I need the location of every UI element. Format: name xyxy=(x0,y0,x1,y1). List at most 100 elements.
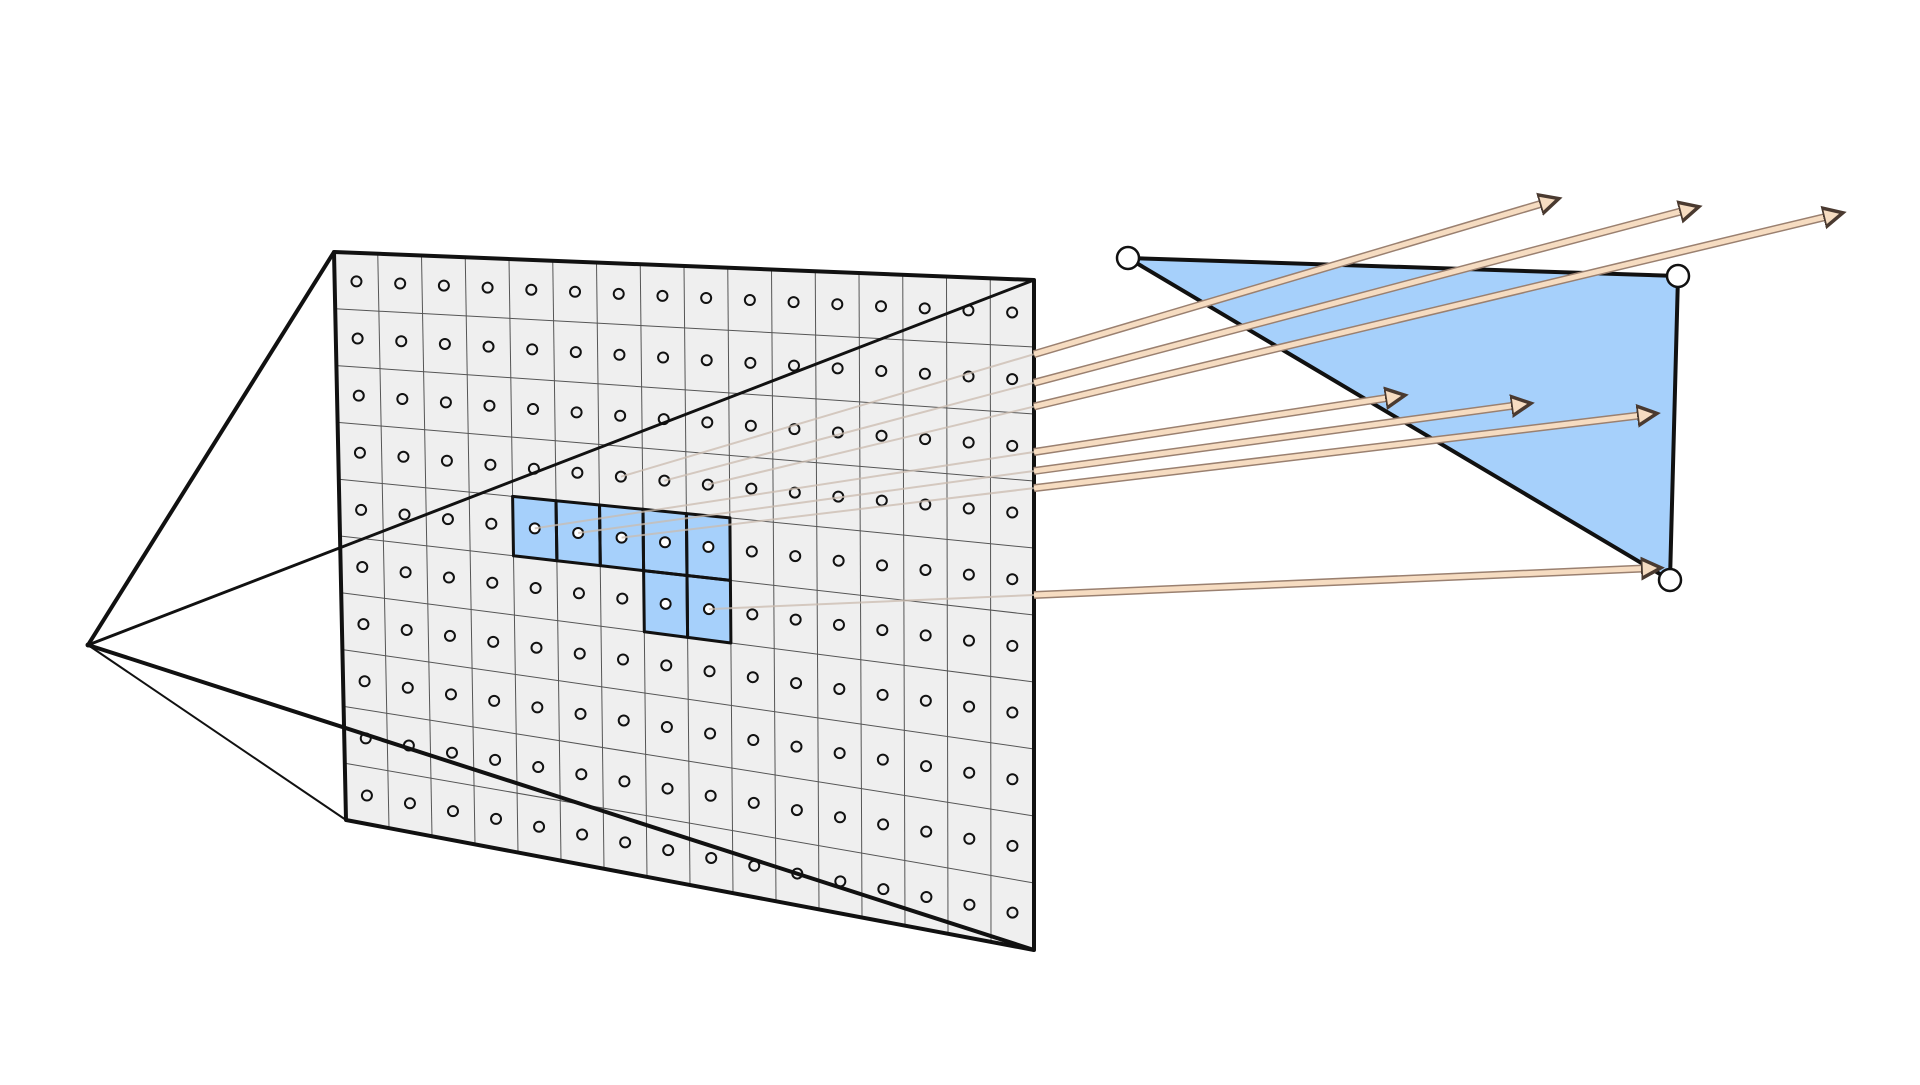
pixel-sample-dot xyxy=(919,563,932,576)
pixel-sample-dot xyxy=(919,498,932,511)
ray-hidden-segment xyxy=(621,487,1035,539)
pixel-sample-dot xyxy=(702,540,715,553)
pixel-sample-dot xyxy=(443,629,456,642)
pixel-sample-dot xyxy=(399,566,412,579)
highlighted-pixel-outline xyxy=(685,574,733,645)
pixel-sample-dot xyxy=(351,332,364,345)
pixel-sample-dot xyxy=(1006,373,1019,386)
pixel-sample-dot xyxy=(489,753,502,766)
frustum-edge-front xyxy=(87,643,1035,952)
ray-arrow-icon xyxy=(1033,414,1652,491)
pixel-sample-dot xyxy=(356,561,369,574)
pixel-sample-dot xyxy=(875,300,888,313)
pixel-sample-dot xyxy=(876,688,889,701)
pixel-sample-dot xyxy=(398,508,411,521)
pixel-sample-dot xyxy=(1006,639,1019,652)
pixel-sample-dot xyxy=(617,653,630,666)
ray-group xyxy=(1032,200,1838,599)
pixel-sample-dot xyxy=(745,482,758,495)
pixel-sample-dot xyxy=(440,454,453,467)
pixel-sample-dot xyxy=(662,844,675,857)
pixel-sample-dot xyxy=(446,805,459,818)
pixel-sample-dot xyxy=(831,362,844,375)
pixel-sample-dot xyxy=(831,298,844,311)
pixel-sample-dot xyxy=(920,890,933,903)
pixel-sample-dot xyxy=(875,365,888,378)
pixel-sample-dot xyxy=(532,761,545,774)
pixel-sample-dot xyxy=(918,302,931,315)
pixel-sample-dot xyxy=(395,335,408,348)
pixel-sample-dot xyxy=(481,281,494,294)
pixel-sample-dot xyxy=(876,753,889,766)
pixel-sample-dot xyxy=(484,458,497,471)
frustum-edge-front xyxy=(87,278,1035,647)
pixel-sample-dot xyxy=(787,296,800,309)
pixel-sample-dot xyxy=(569,285,582,298)
pixel-sample-dot xyxy=(355,503,368,516)
pixel-sample-dot xyxy=(832,618,845,631)
pixel-sample-dot xyxy=(833,682,846,695)
ray-arrow-icon xyxy=(1033,568,1656,598)
pixel-sample-dot xyxy=(656,289,669,302)
frustum-edge xyxy=(86,250,336,647)
pixel-sample-dot xyxy=(658,536,671,549)
pixel-sample-dot xyxy=(1006,906,1019,919)
pixel-sample-dot xyxy=(350,275,363,288)
grid-row-line xyxy=(342,649,1035,750)
pixel-sample-dot xyxy=(920,825,933,838)
pixel-sample-dot xyxy=(744,419,757,432)
frustum-edge xyxy=(87,644,347,821)
pixel-sample-dot xyxy=(701,416,714,429)
pixel-sample-dot xyxy=(789,613,802,626)
pixel-sample-dot xyxy=(1006,573,1019,586)
pixel-sample-dot xyxy=(1006,306,1019,319)
triangle-vertex-dot xyxy=(1665,263,1691,289)
pixel-sample-dot xyxy=(574,707,587,720)
pixel-sample-dot xyxy=(832,554,845,567)
ray-hidden-segment xyxy=(708,593,1035,611)
pixel-sample-dot xyxy=(573,647,586,660)
pixel-sample-dot xyxy=(442,571,455,584)
pixel-sample-dot xyxy=(437,279,450,292)
pixel-sample-dot xyxy=(488,694,501,707)
pixel-sample-dot xyxy=(919,694,932,707)
pixel-sample-dot xyxy=(572,587,585,600)
pixel-sample-dot xyxy=(659,597,672,610)
pixel-sample-dot xyxy=(746,671,759,684)
pixel-sample-dot xyxy=(445,746,458,759)
pixel-sample-dot xyxy=(658,474,671,487)
pixel-sample-dot xyxy=(575,768,588,781)
pixel-sample-dot xyxy=(745,545,758,558)
pixel-sample-dot xyxy=(526,343,539,356)
pixel-sample-dot xyxy=(743,294,756,307)
pixel-sample-dot xyxy=(790,740,803,753)
pixel-sample-dot xyxy=(1006,773,1019,786)
image-plane xyxy=(332,250,1036,952)
ray-hidden-segment xyxy=(620,353,1035,478)
pixel-sample-dot xyxy=(833,747,846,760)
pixel-sample-dot xyxy=(619,836,632,849)
pixel-sample-dot xyxy=(482,340,495,353)
pixel-sample-dot xyxy=(876,624,889,637)
pixel-sample-dot xyxy=(396,393,409,406)
pixel-sample-dot xyxy=(962,370,975,383)
pixel-sample-dot xyxy=(527,403,540,416)
pixel-sample-dot xyxy=(617,714,630,727)
pixel-sample-dot xyxy=(618,775,631,788)
pixel-sample-dot xyxy=(569,346,582,359)
pixel-sample-dot xyxy=(747,734,760,747)
ray-arrow-icon xyxy=(1033,396,1400,455)
triangle-vertex-dot xyxy=(1115,245,1141,271)
pixel-sample-dot xyxy=(704,789,717,802)
pixel-sample-dot xyxy=(486,576,499,589)
pixel-sample-dot xyxy=(963,832,976,845)
pixel-sample-dot xyxy=(352,389,365,402)
pixel-sample-dot xyxy=(397,450,410,463)
pixel-sample-dot xyxy=(875,429,888,442)
pixel-sample-dot xyxy=(533,820,546,833)
pixel-sample-dot xyxy=(661,782,674,795)
pixel-sample-dot xyxy=(444,688,457,701)
pixel-sample-dot xyxy=(576,828,589,841)
pixel-sample-dot xyxy=(877,883,890,896)
